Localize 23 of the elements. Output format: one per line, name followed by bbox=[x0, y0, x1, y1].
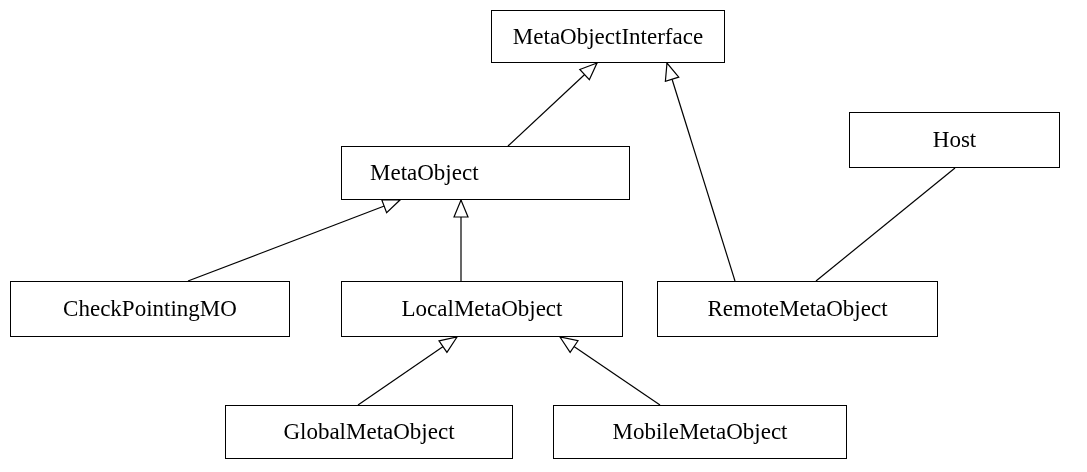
class-box bbox=[10, 281, 290, 337]
class-box bbox=[225, 405, 513, 459]
class-name: MetaObjectInterface bbox=[512, 23, 704, 50]
class-box bbox=[657, 281, 938, 337]
connector bbox=[815, 167, 956, 282]
class-name: RemoteMetaObject bbox=[707, 296, 888, 322]
class-name: LocalMetaObject bbox=[401, 296, 563, 322]
connector bbox=[453, 199, 469, 282]
connector bbox=[357, 336, 458, 406]
class-name: MetaObject bbox=[370, 160, 479, 186]
class-box bbox=[553, 405, 847, 459]
class-name: Host bbox=[932, 127, 977, 153]
class-box bbox=[849, 112, 1060, 168]
connector bbox=[559, 336, 661, 406]
class-box bbox=[491, 10, 725, 63]
connector bbox=[187, 198, 401, 282]
class-box bbox=[341, 281, 623, 337]
connector bbox=[507, 62, 598, 147]
class-name: CheckPointingMO bbox=[63, 296, 237, 322]
class-name: MobileMetaObject bbox=[612, 419, 788, 445]
class-name: GlobalMetaObject bbox=[283, 419, 455, 445]
class-box bbox=[341, 146, 630, 200]
connector bbox=[664, 62, 736, 282]
